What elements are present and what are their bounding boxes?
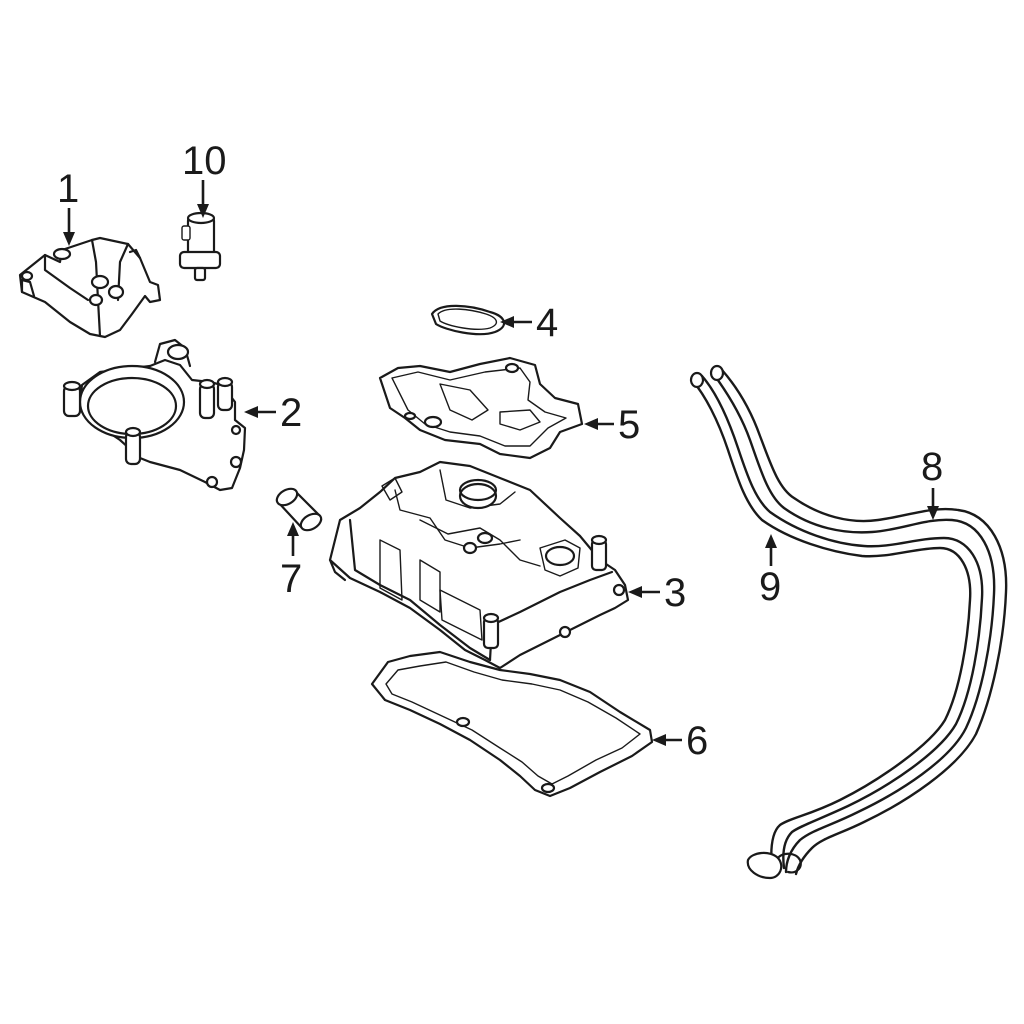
callout-7: 7 <box>280 522 302 601</box>
part-3-main-housing[interactable] <box>328 460 630 670</box>
part-1-housing[interactable] <box>18 236 162 339</box>
callout-8-label: 8 <box>921 445 943 489</box>
callout-4: 4 <box>500 301 558 345</box>
callout-7-label: 7 <box>280 557 302 601</box>
part-2-throttle-body[interactable] <box>62 338 247 492</box>
callout-6: 6 <box>652 719 708 763</box>
callout-5-label: 5 <box>618 403 640 447</box>
part-8-9-hoses[interactable] <box>689 364 1008 880</box>
part-5-gasket-plate[interactable] <box>378 356 584 460</box>
callout-10: 10 <box>182 139 227 218</box>
callout-4-label: 4 <box>536 301 558 345</box>
part-6-lower-gasket[interactable] <box>370 650 654 798</box>
callout-1: 1 <box>57 167 79 246</box>
callout-3-label: 3 <box>664 571 686 615</box>
callout-2-label: 2 <box>280 391 302 435</box>
callout-6-label: 6 <box>686 719 708 763</box>
callout-9-label: 9 <box>759 565 781 609</box>
callout-1-label: 1 <box>57 167 79 211</box>
part-7-sleeve[interactable] <box>274 485 324 533</box>
callout-3: 3 <box>628 571 686 615</box>
callout-9: 9 <box>759 534 781 609</box>
callout-8: 8 <box>921 445 943 520</box>
part-4-gasket-ring[interactable] <box>430 304 506 336</box>
callout-5: 5 <box>584 403 640 447</box>
part-10-sensor[interactable] <box>178 211 222 282</box>
callout-2: 2 <box>244 391 302 435</box>
callout-10-label: 10 <box>182 139 227 183</box>
